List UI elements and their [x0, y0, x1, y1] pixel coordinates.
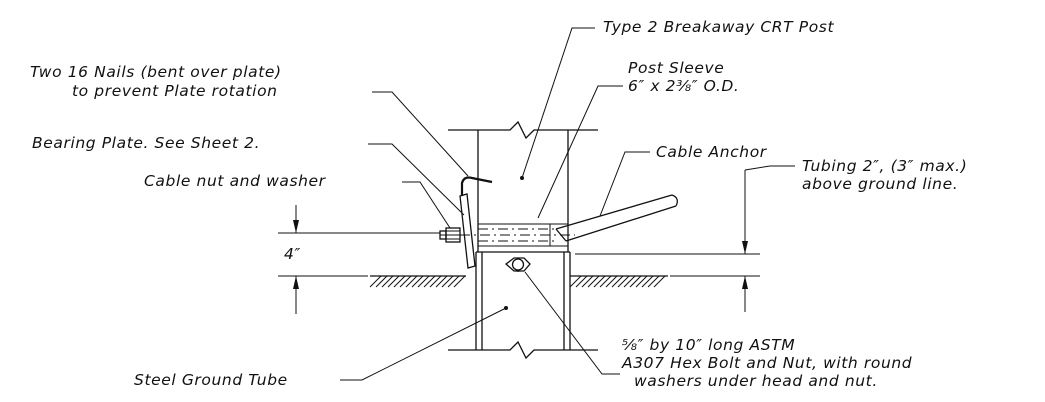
bearing-plate: [459, 176, 493, 269]
label-bearing-plate: Bearing Plate. See Sheet 2.: [32, 134, 260, 152]
label-tubing-1: Tubing 2″, (3″ max.): [802, 157, 967, 175]
cable-nut-washer: [439, 227, 461, 243]
label-bolt-1: ⅝″ by 10″ long ASTM: [622, 336, 795, 354]
label-bolt-3: washers under head and nut.: [634, 372, 878, 390]
label-ground-tube: Steel Ground Tube: [134, 371, 288, 389]
label-dim-4in: 4″: [284, 245, 301, 263]
label-sleeve-2: 6″ x 2⅜″ O.D.: [628, 77, 739, 95]
cable-anchor: [555, 194, 678, 242]
dimension-tubing: [575, 170, 760, 312]
leaders: [340, 27, 795, 381]
ground-line: [369, 275, 668, 288]
hex-bolt: [504, 257, 531, 272]
steel-ground-tube: [448, 251, 598, 360]
label-nails-2: to prevent Plate rotation: [72, 82, 278, 100]
label-nails-1: Two 16 Nails (bent over plate): [30, 63, 282, 81]
dimension-4in: [278, 205, 440, 314]
breakaway-post: [448, 120, 598, 252]
label-post: Type 2 Breakaway CRT Post: [603, 18, 834, 36]
post-sleeve: [440, 223, 575, 247]
label-cable-anchor: Cable Anchor: [656, 143, 768, 161]
label-tubing-2: above ground line.: [802, 175, 958, 193]
label-cable-nut: Cable nut and washer: [144, 172, 327, 190]
label-bolt-2: A307 Hex Bolt and Nut, with round: [621, 354, 912, 372]
label-sleeve-1: Post Sleeve: [628, 59, 724, 77]
